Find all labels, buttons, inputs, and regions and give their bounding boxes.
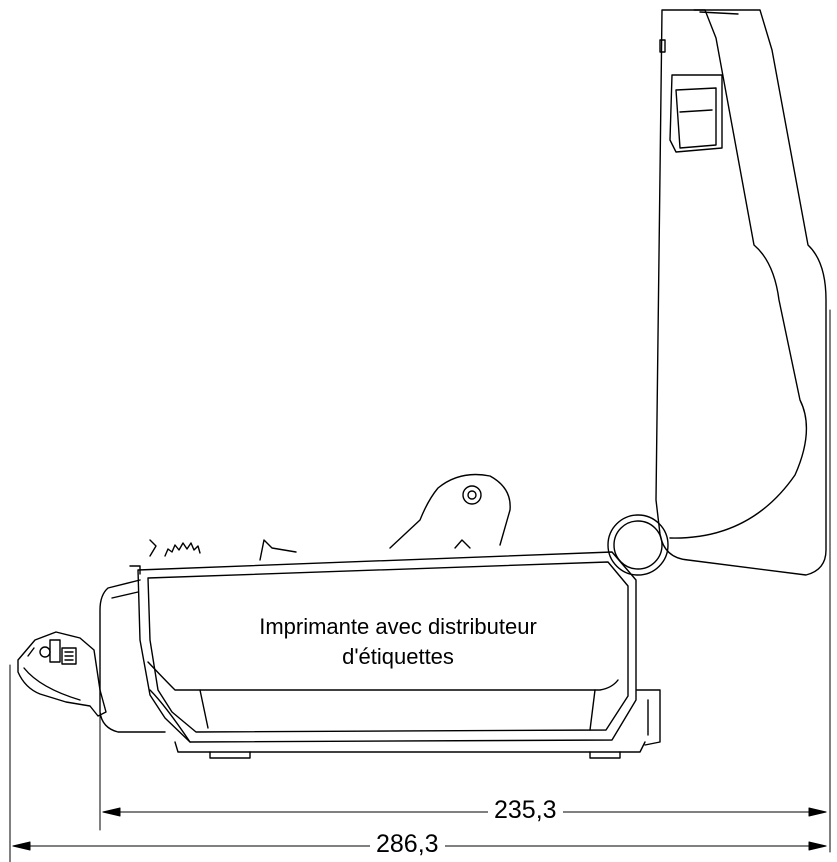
media-holder-arm — [259, 473, 511, 561]
printer-front — [99, 579, 166, 733]
dimension-label-inner-width: 235,3 — [488, 796, 563, 825]
dimension-lines — [9, 309, 831, 862]
printer-lid — [655, 9, 827, 576]
gear — [129, 539, 201, 575]
lid-hinge — [607, 514, 669, 576]
label-dispenser — [17, 631, 107, 717]
printer-body — [137, 551, 661, 759]
printer-caption: Imprimante avec distributeur d'étiquette… — [259, 614, 537, 669]
dimension-label-outer-width: 286,3 — [370, 830, 445, 859]
